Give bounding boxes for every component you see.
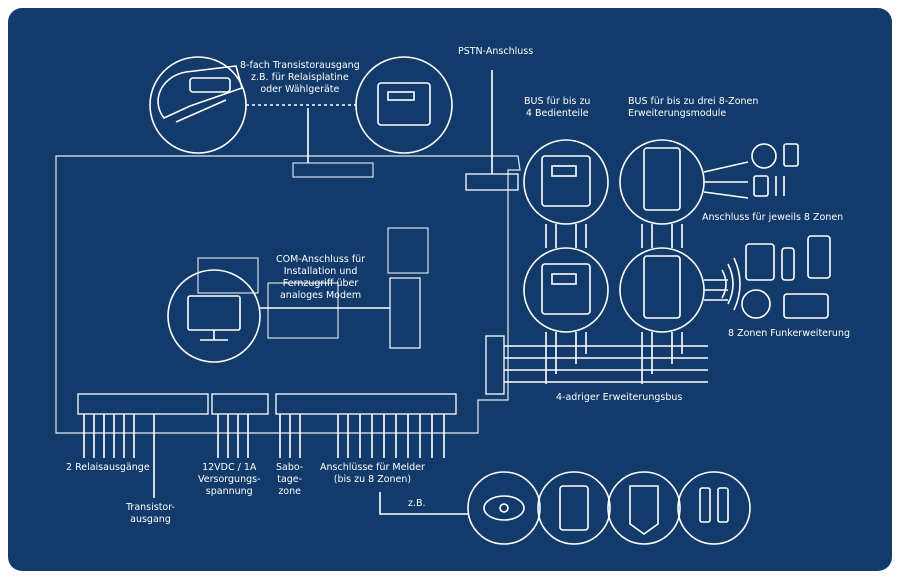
keypad-icon: [542, 264, 590, 314]
smoke-detector-icon: [752, 144, 776, 168]
label-example: z.B.: [408, 498, 426, 510]
wireless-siren-icon: [808, 236, 830, 278]
bus-lines-module: [642, 224, 682, 248]
dialer-circle: [356, 57, 452, 153]
board-chip: [388, 228, 428, 273]
board-transformer: [198, 258, 258, 293]
keypad-1-circle: [524, 140, 608, 224]
module-1-circle: [620, 140, 704, 224]
terminal-block-power: [212, 394, 268, 414]
diagram-panel: 8-fach Transistorausgang z.B. für Relais…: [8, 8, 892, 571]
sabotage-wires: [280, 414, 300, 458]
expansion-module-icon: [644, 148, 680, 210]
bus-lines-keypad: [546, 224, 586, 248]
wiring-diagram: [8, 8, 892, 571]
remote-icon: [782, 248, 794, 280]
glassbreak-sensor-icon: [784, 144, 798, 166]
expansion-bus-lines: [504, 346, 708, 382]
door-contact-icon: [776, 176, 784, 196]
label-detectors: Anschlüsse für Melder (bis zu 8 Zonen): [320, 462, 425, 486]
pstn-terminal: [466, 174, 518, 190]
smoke-detector-icon: [484, 496, 524, 520]
pir-sensor-icon: [754, 176, 768, 196]
label-com: COM-Anschluss für Installation und Fernz…: [276, 254, 365, 302]
module-2-circle: [620, 248, 704, 332]
board-serial-port: [390, 278, 420, 348]
relay-circle: [150, 57, 246, 153]
door-contact-icon: [700, 488, 728, 522]
label-relay-outputs: 2 Relaisausgänge: [66, 462, 150, 474]
expansion-module-icon: [644, 256, 680, 318]
dialer-icon: [378, 83, 430, 125]
label-bus-modules: BUS für bis zu drei 8-Zonen Erweiterungs…: [628, 96, 758, 120]
label-sabotage: Sabo- tage- zone: [276, 462, 303, 498]
label-zone-connection: Anschluss für jeweils 8 Zonen: [702, 212, 843, 224]
board-connector-top: [293, 163, 373, 177]
smoke-detector-circle: [468, 472, 540, 544]
wireless-pir-icon: [784, 294, 828, 318]
wireless-button-icon: [742, 290, 770, 318]
label-pstn: PSTN-Anschluss: [458, 46, 533, 58]
zone-wires: [338, 414, 444, 458]
terminal-block-zones: [276, 394, 456, 414]
label-bus-keypads: BUS für bis zu 4 Bedienteile: [524, 96, 590, 120]
label-power: 12VDC / 1A Versorgungs- spannung: [198, 462, 261, 498]
label-wireless: 8 Zonen Funkerweiterung: [728, 328, 850, 340]
label-transistor-output: 8-fach Transistorausgang z.B. für Relais…: [240, 60, 360, 96]
relay-board-icon: [158, 66, 242, 122]
terminal-block-relay: [78, 394, 208, 414]
power-wires: [218, 414, 248, 458]
monitor-circle: [168, 270, 260, 362]
keypad-icon: [542, 156, 590, 206]
door-contact-circle: [678, 472, 750, 544]
zone-lines-2: [704, 280, 728, 300]
radio-waves-icon: [722, 258, 740, 310]
glassbreak-sensor-icon: [560, 486, 588, 530]
bus-terminal: [486, 336, 504, 394]
relay-wires: [84, 414, 134, 458]
pir-sensor-icon: [630, 486, 658, 534]
tablet-icon: [746, 244, 774, 280]
monitor-icon: [188, 296, 240, 340]
glassbreak-circle: [538, 472, 610, 544]
zone-lines-1: [704, 162, 748, 198]
label-expansion-bus: 4-adriger Erweiterungsbus: [556, 392, 682, 404]
keypad-2-circle: [524, 248, 608, 332]
label-transistor-single: Transistor- ausgang: [126, 502, 175, 526]
